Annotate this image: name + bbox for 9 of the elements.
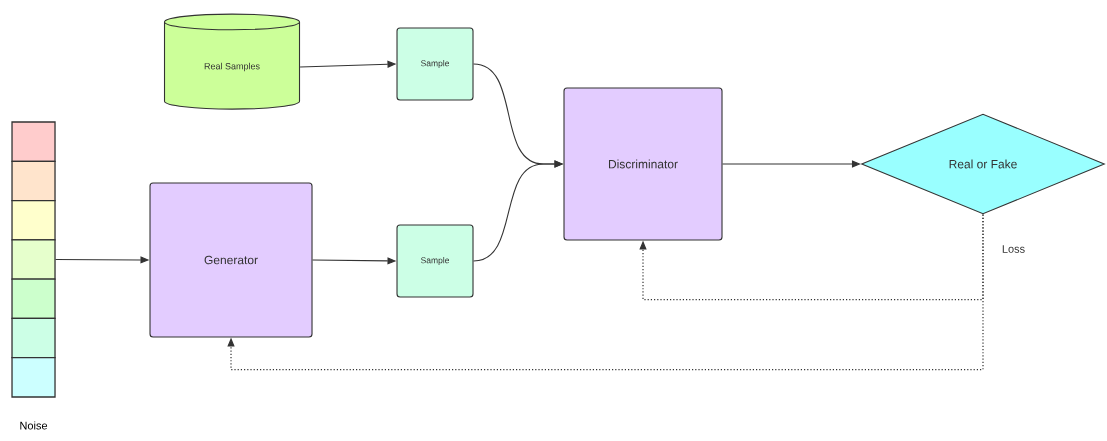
process-box: Sample [396, 224, 474, 298]
database-cylinder: Real Samples [163, 13, 301, 110]
node-label: Noise [20, 421, 48, 430]
process-box: Discriminator [563, 87, 723, 241]
process-box: Generator [149, 182, 313, 338]
loss-label: Loss [1002, 245, 1025, 253]
noise-vector: Noise [11, 121, 56, 430]
arrow [227, 213, 984, 371]
process-box: Sample [396, 27, 474, 101]
